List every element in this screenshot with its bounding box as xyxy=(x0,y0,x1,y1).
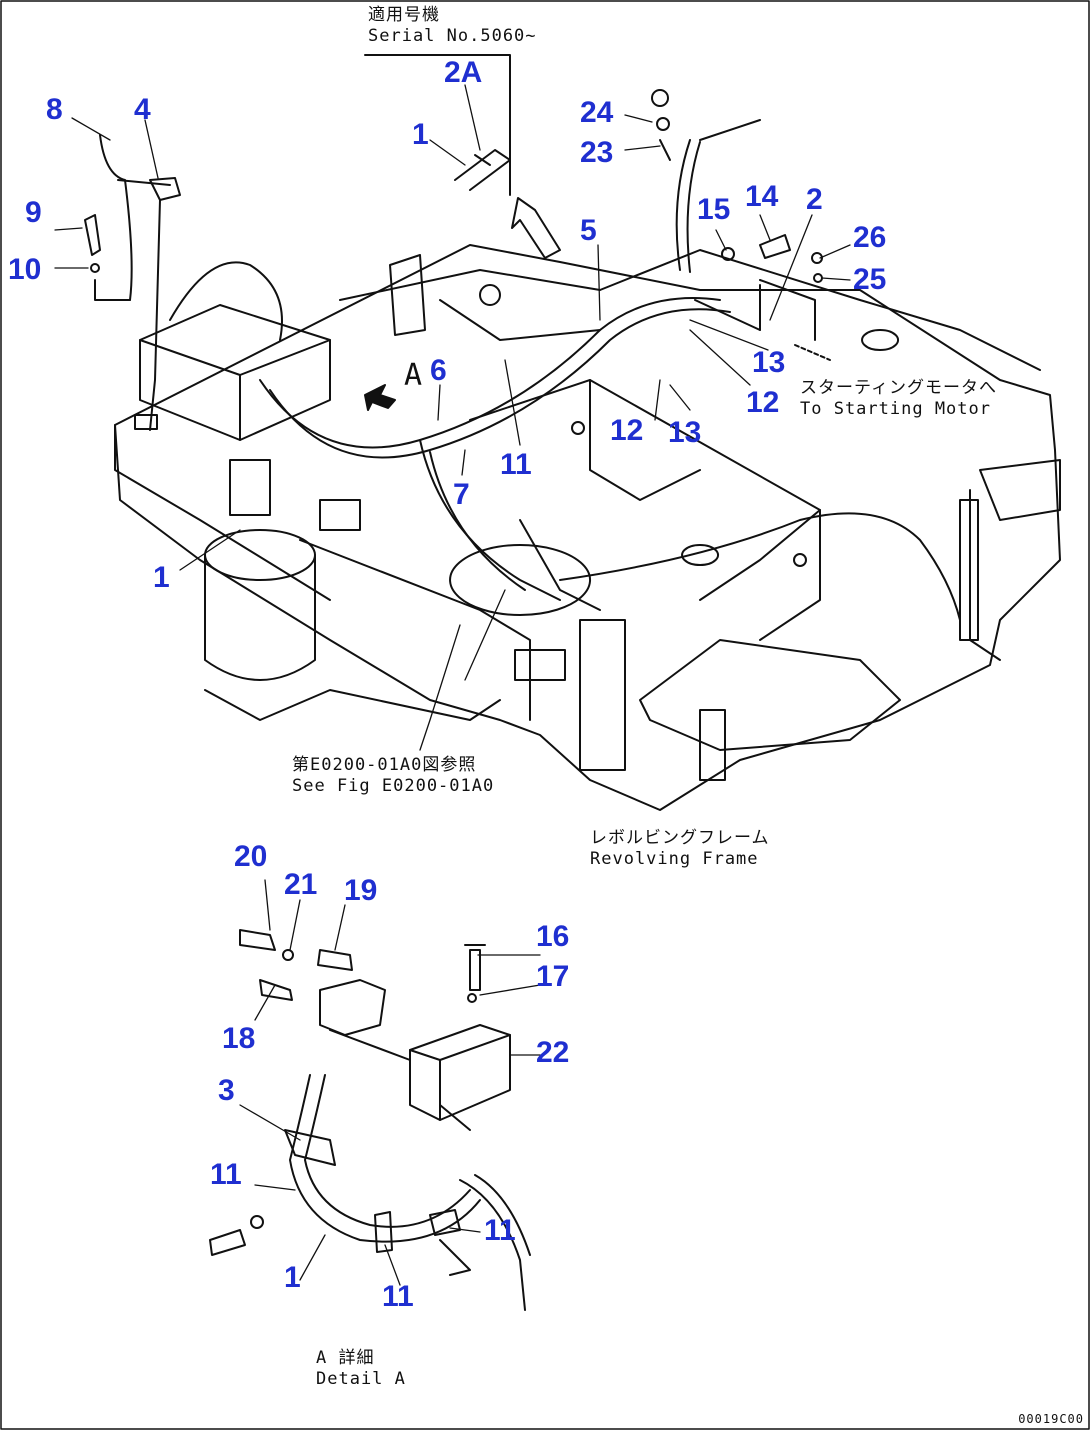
callout-1-detail: 1 xyxy=(284,1261,301,1294)
callout-15: 15 xyxy=(697,193,731,226)
callout-3: 3 xyxy=(218,1074,235,1107)
revolving-frame-note-en: Revolving Frame xyxy=(590,849,759,870)
serial-note: 適用号機 Serial No.5060~ xyxy=(368,5,537,48)
callout-11-main: 11 xyxy=(500,448,532,481)
callout-6: 6 xyxy=(430,354,447,387)
callout-17: 17 xyxy=(536,960,570,993)
callout-24: 24 xyxy=(580,96,614,129)
starting-motor-note: スターティングモータへ To Starting Motor xyxy=(800,378,997,421)
starting-motor-note-en: To Starting Motor xyxy=(800,399,991,420)
callout-11-detail-bottom: 11 xyxy=(382,1280,414,1313)
callout-21: 21 xyxy=(284,868,318,901)
view-arrow xyxy=(364,344,831,411)
view-marker-a: A xyxy=(404,358,423,393)
bolts xyxy=(651,89,823,341)
callout-9: 9 xyxy=(25,196,42,229)
callout-1-main: 1 xyxy=(153,561,170,594)
callout-2: 2 xyxy=(806,183,823,216)
callout-11-detail-right: 11 xyxy=(484,1214,516,1247)
callout-11-detail-left: 11 xyxy=(210,1158,242,1191)
callout-23: 23 xyxy=(580,136,614,169)
callout-7: 7 xyxy=(453,478,470,511)
callout-8: 8 xyxy=(46,93,63,126)
revolving-frame-note-jp: レボルビングフレーム xyxy=(590,828,770,848)
serial-note-en: Serial No.5060~ xyxy=(368,26,537,47)
cables xyxy=(169,119,961,621)
callout-10: 10 xyxy=(8,253,42,286)
document-code: 00019C00 xyxy=(1018,1412,1084,1426)
callout-14: 14 xyxy=(745,180,779,213)
callout-12-left: 12 xyxy=(610,414,644,447)
starting-motor-note-jp: スターティングモータへ xyxy=(800,378,997,398)
revolving-frame-note: レボルビングフレーム Revolving Frame xyxy=(590,828,770,871)
battery xyxy=(134,304,331,441)
callout-13-left: 13 xyxy=(668,416,702,449)
callout-18: 18 xyxy=(222,1022,256,1055)
serial-note-jp: 適用号機 xyxy=(368,5,440,25)
callout-16: 16 xyxy=(536,920,570,953)
callout-1-top: 1 xyxy=(412,118,429,151)
callout-22: 22 xyxy=(536,1036,570,1069)
callout-19: 19 xyxy=(344,874,378,907)
leader-lines xyxy=(54,84,851,1286)
clamp-serial xyxy=(364,54,561,259)
callout-13-right: 13 xyxy=(752,346,786,379)
callout-2A: 2A xyxy=(444,56,483,89)
see-figure-note-jp: 第E0200-01A0図参照 xyxy=(292,755,477,775)
callout-4: 4 xyxy=(134,93,151,126)
ground-cable xyxy=(84,134,181,431)
callout-25: 25 xyxy=(853,263,887,296)
revolving-frame xyxy=(114,244,1061,811)
detail-a-note-en: Detail A xyxy=(316,1369,406,1390)
callout-12-right: 12 xyxy=(746,386,780,419)
see-figure-note-en: See Fig E0200-01A0 xyxy=(292,776,495,797)
detail-a-drawing xyxy=(209,929,531,1311)
brackets xyxy=(229,459,979,781)
callout-20: 20 xyxy=(234,840,268,873)
callout-5: 5 xyxy=(580,214,597,247)
callout-26: 26 xyxy=(853,221,887,254)
see-figure-note: 第E0200-01A0図参照 See Fig E0200-01A0 xyxy=(292,755,494,798)
detail-a-note-jp: A 詳細 xyxy=(316,1348,375,1368)
detail-a-note: A 詳細 Detail A xyxy=(316,1348,406,1391)
tank-cylinder xyxy=(204,529,531,721)
